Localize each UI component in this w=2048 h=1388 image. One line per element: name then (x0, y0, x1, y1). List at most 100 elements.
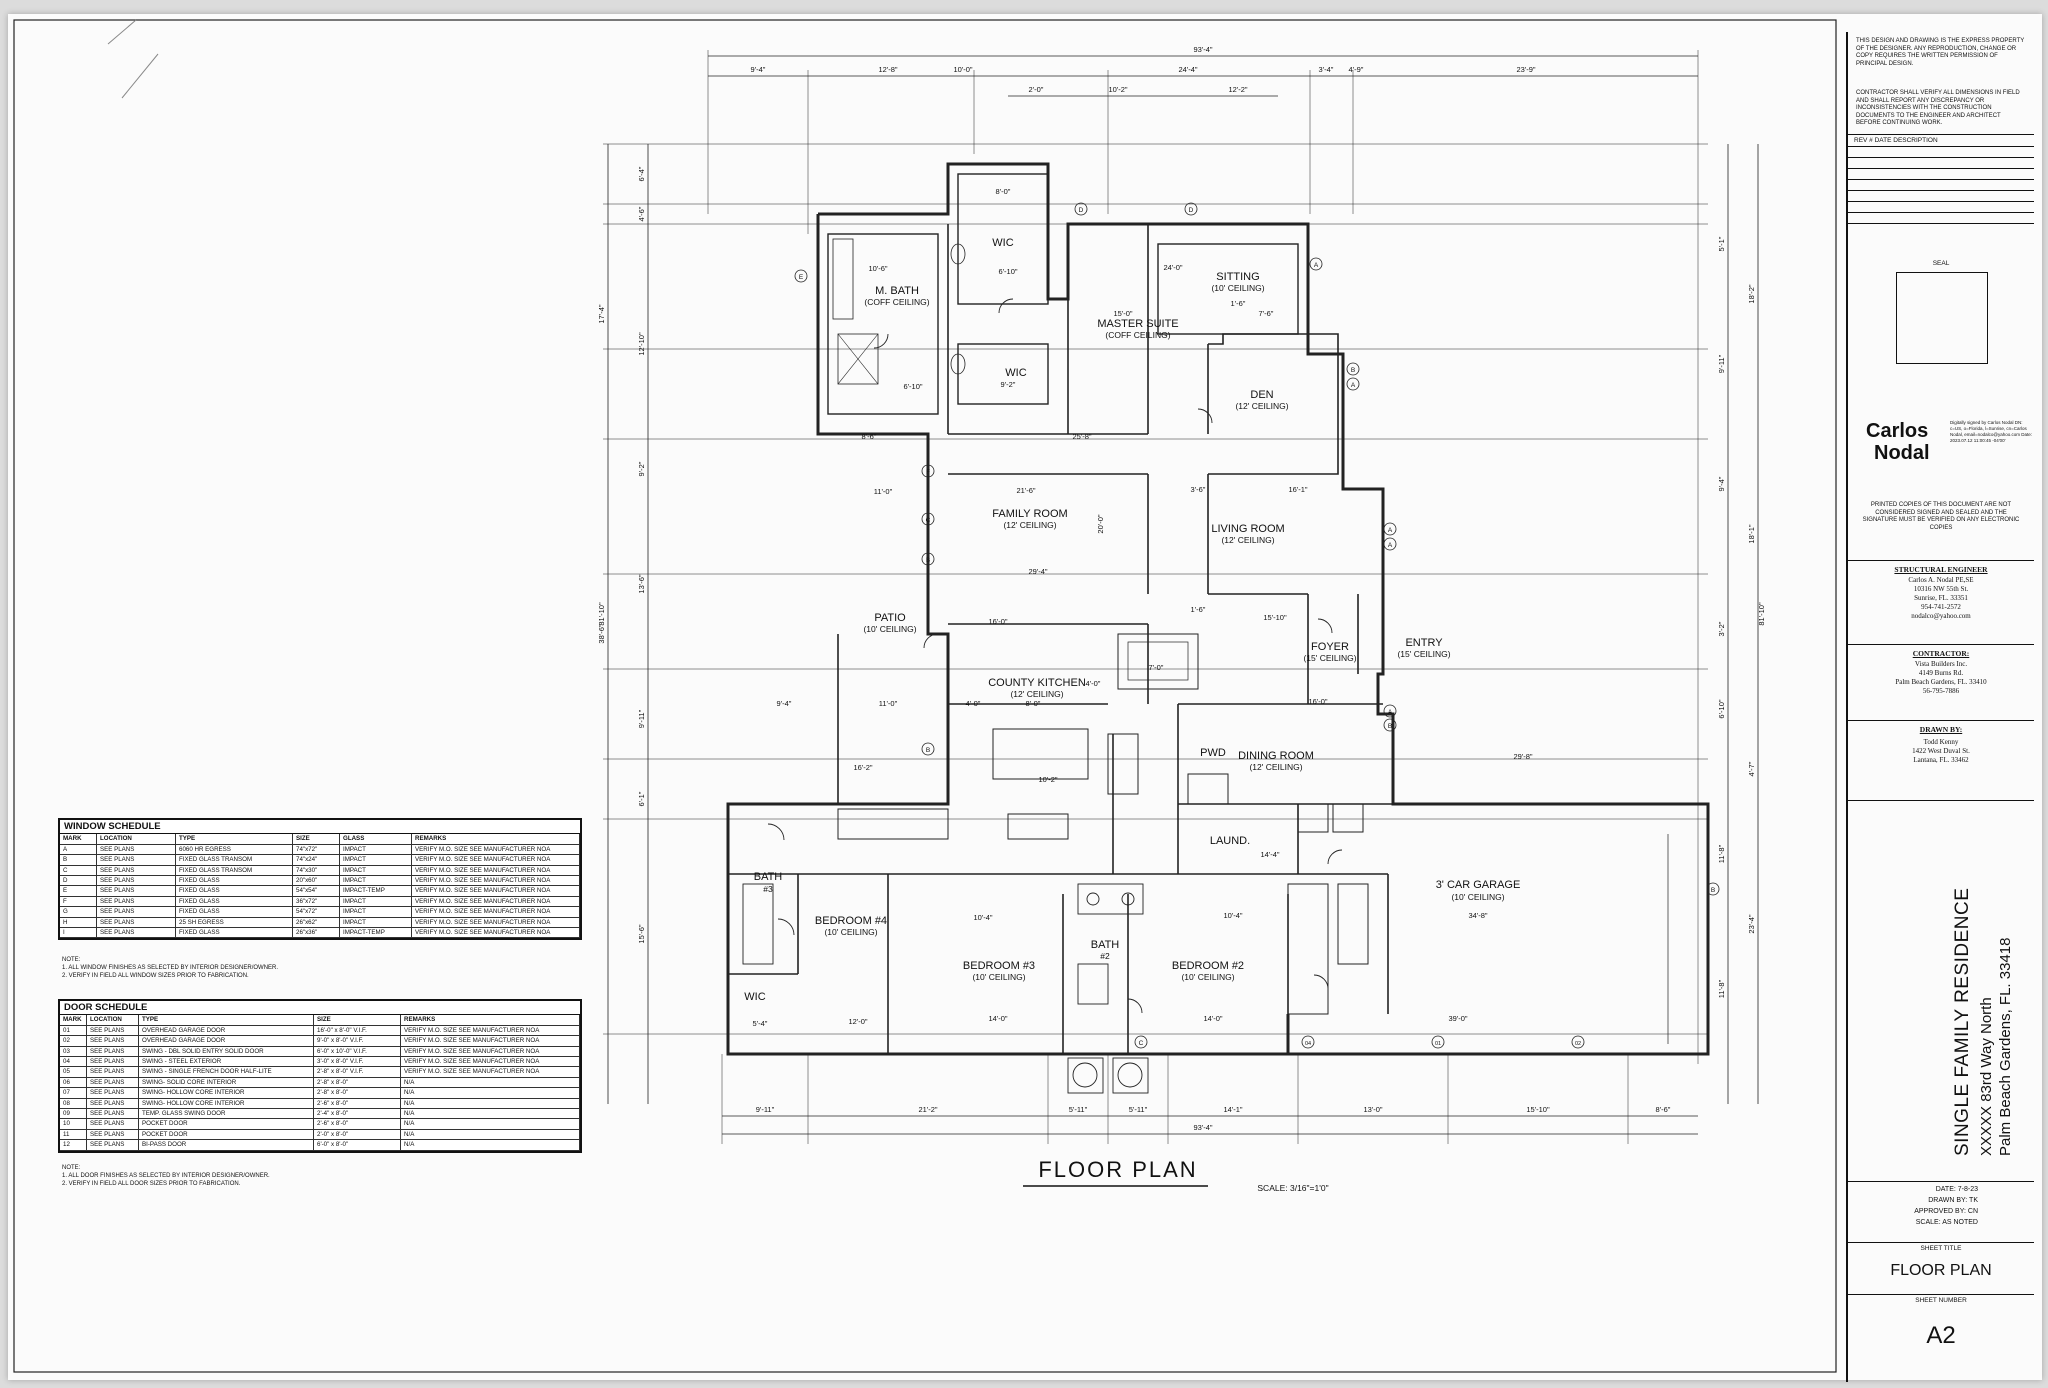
room-ceiling: (10' CEILING) (1211, 283, 1264, 293)
svg-text:02: 02 (1575, 1041, 1581, 1047)
contractor-label: CONTRACTOR: (1912, 649, 1970, 658)
dim-overall-top: 93'-4" (1193, 45, 1212, 54)
dim-interior: 16'-0" (988, 617, 1007, 626)
table-cell: SWING- HOLLOW CORE INTERIOR (138, 1087, 314, 1099)
table-header-row: MARK LOCATION TYPE SIZE REMARKS (60, 1015, 580, 1026)
table-cell: N/A (400, 1077, 580, 1089)
table-cell: VERIFY M.O. SIZE SEE MANUFACTURER NOA (411, 885, 580, 897)
door-mark-tags: 01 02 04 (1305, 1041, 1581, 1047)
window-schedule-title: WINDOW SCHEDULE (60, 820, 580, 835)
table-cell: 74"x30" (292, 865, 340, 877)
table-cell: 6060 HR EGRESS (175, 844, 293, 856)
dim-bottom: 15'-10" (1526, 1105, 1550, 1114)
table-cell: 54"x72" (292, 906, 340, 918)
table-cell: SEE PLANS (86, 1066, 139, 1078)
dim-interior: 12'-0" (848, 1017, 867, 1026)
table-cell: 06 (60, 1077, 87, 1089)
dim-right: 11'-8" (1717, 844, 1726, 863)
table-cell: 2'-6" x 8'-0" (313, 1098, 401, 1110)
table-cell: N/A (400, 1087, 580, 1099)
drawn-by-label: DRAWN BY: (1919, 725, 1963, 734)
dim-interior: 29'-8" (1513, 752, 1532, 761)
room-name: BEDROOM #2 (1172, 960, 1244, 972)
window-schedule-notes: NOTE: 1. ALL WINDOW FINISHES AS SELECTED… (62, 957, 279, 979)
dim-interior: 1'-6" (1191, 605, 1206, 614)
dim-top: 24'-4" (1178, 65, 1197, 74)
drawing-sheet: M. BATH (COFF CEILING) WIC WIC SITTING (… (8, 14, 2042, 1382)
dim-interior: 39'-0" (1448, 1014, 1467, 1023)
door-schedule-title: DOOR SCHEDULE (60, 1001, 580, 1016)
table-cell: VERIFY M.O. SIZE SEE MANUFACTURER NOA (400, 1056, 580, 1068)
table-cell: OVERHEAD GARAGE DOOR (138, 1025, 314, 1037)
dim-left: 17'-4" (597, 304, 606, 323)
table-cell: IMPACT-TEMP (339, 885, 412, 897)
dimension-text: 93'-4" 93'-4" 81'-10" 81'-10" 9'-4" 12'-… (597, 45, 1766, 1132)
dim-right: 9'-11" (1717, 354, 1726, 373)
table-cell: IMPACT (339, 865, 412, 877)
room-ceiling: (COFF CEILING) (864, 297, 929, 307)
room-ceiling: (10' CEILING) (972, 972, 1025, 982)
table-cell: SEE PLANS (86, 1056, 139, 1068)
svg-text:D: D (1079, 207, 1084, 214)
table-cell: FIXED GLASS TRANSOM (175, 865, 293, 877)
seal-label: SEAL (1932, 260, 1950, 267)
table-cell: VERIFY M.O. SIZE SEE MANUFACTURER NOA (411, 896, 580, 908)
room-name: PATIO (874, 612, 906, 624)
signer-last-name: Nodal (1874, 442, 1930, 464)
table-cell: BI-PASS DOOR (138, 1139, 314, 1151)
dim-interior: 8'-6" (862, 432, 877, 441)
table-cell: FIXED GLASS (175, 927, 293, 939)
table-cell: N/A (400, 1129, 580, 1141)
table-cell: 2'-8" x 8'-0" (313, 1087, 401, 1099)
grid-marker-letters: E F C D D A B A A A A B B B B C (799, 207, 1715, 1047)
svg-text:C: C (926, 517, 931, 524)
table-cell: SWING - STEEL EXTERIOR (138, 1056, 314, 1068)
drawn-by-block: DRAWN BY: Todd Kenny 1422 West Duval St.… (1848, 720, 2034, 765)
dim-left: 12'-10" (637, 332, 646, 356)
dim-interior: 14'-0" (1203, 1014, 1222, 1023)
room-name: BEDROOM #4 (815, 915, 887, 927)
table-cell: SEE PLANS (96, 896, 176, 908)
dim-overall-left: 81'-10" (597, 602, 606, 626)
table-cell: VERIFY M.O. SIZE SEE MANUFACTURER NOA (400, 1025, 580, 1037)
dim-right: 3'-2" (1717, 621, 1726, 636)
dimension-lines (603, 50, 1759, 1144)
dim-right: 18'-2" (1747, 284, 1756, 303)
table-cell: SEE PLANS (86, 1025, 139, 1037)
svg-text:B: B (1351, 367, 1355, 374)
signer-first-name: Carlos (1866, 420, 1929, 442)
dim-interior: 16'-0" (1308, 697, 1327, 706)
room-ceiling: (12' CEILING) (1249, 762, 1302, 772)
table-cell: 01 (60, 1025, 87, 1037)
room-name: DINING ROOM (1238, 750, 1314, 762)
dim-interior: 11'-0" (874, 487, 893, 496)
contractor-verify-note: CONTRACTOR SHALL VERIFY ALL DIMENSIONS I… (1856, 90, 2020, 126)
room-name: BATH (754, 871, 783, 883)
table-cell: VERIFY M.O. SIZE SEE MANUFACTURER NOA (411, 844, 580, 856)
dim-interior: 34'-8" (1468, 911, 1487, 920)
room-ceiling: (10' CEILING) (1181, 972, 1234, 982)
room-name: ENTRY (1405, 637, 1443, 649)
project-address-line2: Palm Beach Gardens, FL. 33418 (1997, 937, 2014, 1156)
room-name: COUNTY KITCHEN (988, 677, 1086, 689)
svg-text:C: C (1139, 1040, 1144, 1047)
svg-text:01: 01 (1435, 1041, 1441, 1047)
svg-text:B: B (926, 557, 930, 564)
room-ceiling: (15' CEILING) (1397, 649, 1450, 659)
room-ceiling: (10' CEILING) (863, 624, 916, 634)
dim-overall-right: 81'-10" (1757, 602, 1766, 626)
